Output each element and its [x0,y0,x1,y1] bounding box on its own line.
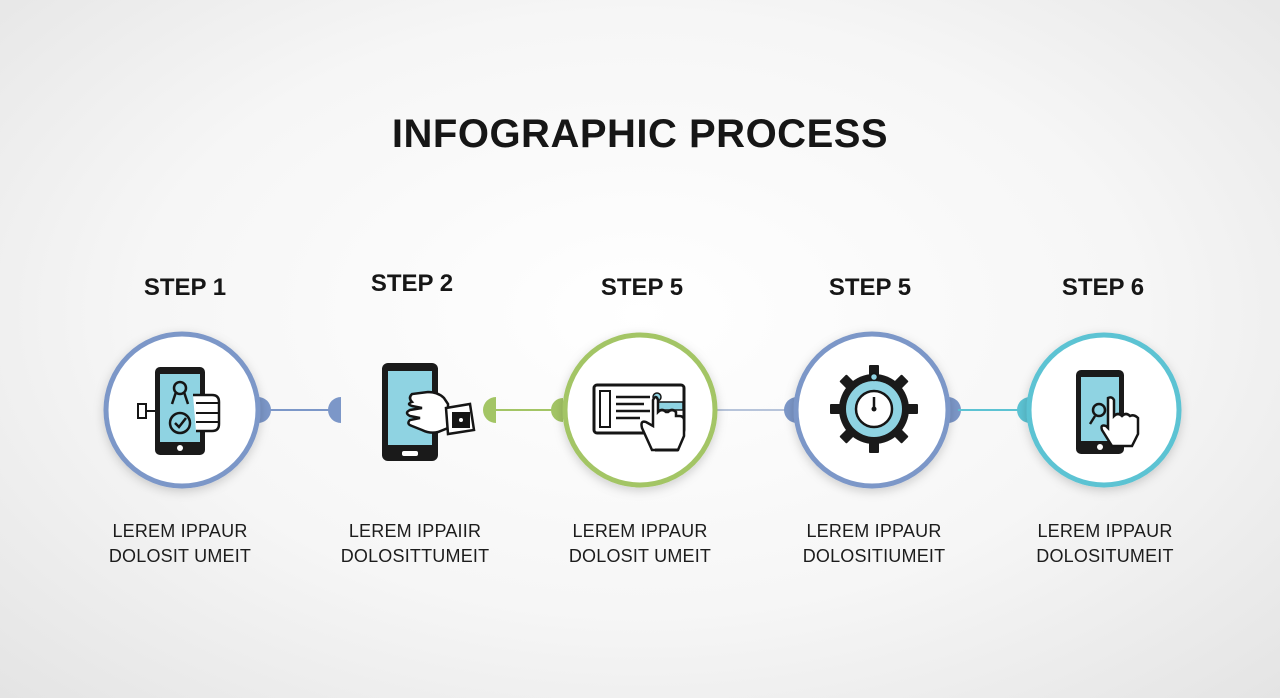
step-3-desc-line-1: LEREM IPPAUR [572,521,708,541]
phone-hand-swipe-icon [382,363,476,461]
step-3-description: LEREM IPPAUR DOLOSIT UMEIT [520,519,760,569]
phone-hand-tap-icon [1076,370,1140,454]
step-1-circle [103,331,261,489]
step-2-desc-line-1: LEREM IPPAIIR [348,521,482,541]
connector-4-knob-left [784,397,797,423]
connector-3-knob-left [551,398,563,422]
step-4-label: STEP 5 [828,274,912,301]
step-4-desc-line-1: LEREM IPPAUR [806,521,942,541]
hand-click-card-icon [592,383,686,452]
step-5-desc-line-1: LEREM IPPAUR [1037,521,1173,541]
step-5-label: STEP 6 [1061,274,1145,301]
step-3-circle [562,332,718,488]
page-title: INFOGRAPHIC PROCESS [391,112,889,156]
step-3-label: STEP 5 [600,274,684,301]
step-5-description: LEREM IPPAUR DOLOSITUMEIT [985,519,1225,569]
step-1-desc-line-1: LEREM IPPAUR [112,521,248,541]
step-2-label: STEP 2 [370,270,454,297]
connector-2-knob-left [328,397,341,423]
connector-4-knob-right [948,397,961,423]
step-4-desc-line-2: DOLOSITIUMEIT [802,546,946,566]
step-2-desc-line-2: DOLOSITTUMEIT [340,546,490,566]
step-1-description: LEREM IPPAUR DOLOSIT UMEIT [60,519,300,569]
phone-hand-approval-icon [137,367,221,455]
connector-5-knob-left [1017,397,1030,423]
step-3-desc-line-2: DOLOSIT UMEIT [568,546,712,566]
step-1-desc-line-2: DOLOSIT UMEIT [108,546,252,566]
connectors [258,397,1030,423]
gear-timer-icon [830,365,918,453]
connector-2-knob-right [483,397,496,423]
step-1-label: STEP 1 [143,274,227,301]
step-4-circle [793,331,951,489]
step-4-description: LEREM IPPAUR DOLOSITIUMEIT [754,519,994,569]
step-5-circle [1026,332,1182,488]
connector-1-knob [258,397,271,423]
step-2-description: LEREM IPPAIIR DOLOSITTUMEIT [295,519,535,569]
step-5-desc-line-2: DOLOSITUMEIT [1036,546,1174,566]
